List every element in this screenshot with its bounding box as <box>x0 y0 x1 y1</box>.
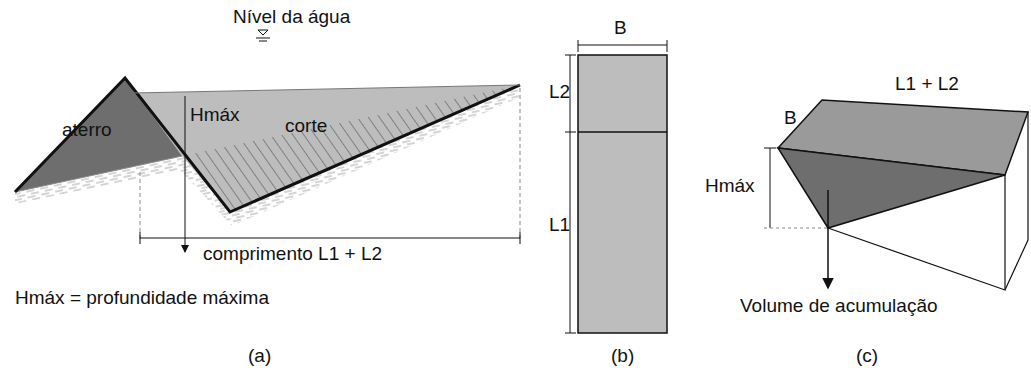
note: Hmáx = profundidade máxima <box>15 288 269 309</box>
panel-label: (b) <box>611 346 634 367</box>
part-name: aterro <box>62 120 112 141</box>
panel-label: (a) <box>248 346 271 367</box>
panel-label: (c) <box>856 346 878 367</box>
dimension-label: B <box>784 108 797 129</box>
water-level-label: Nível da água <box>233 7 350 28</box>
dimension-label: L2 <box>549 82 570 103</box>
dimension-label: L1 + L2 <box>895 74 959 95</box>
dimension-label: Hmáx <box>705 176 755 197</box>
dimension-label: B <box>614 18 627 39</box>
dimension-label: comprimento L1 + L2 <box>203 244 382 265</box>
dimension-label: Hmáx <box>190 105 240 126</box>
dimension-label: L1 <box>549 215 570 236</box>
callout-label: Volume de acumulação <box>740 296 938 317</box>
part-name: corte <box>285 116 327 137</box>
